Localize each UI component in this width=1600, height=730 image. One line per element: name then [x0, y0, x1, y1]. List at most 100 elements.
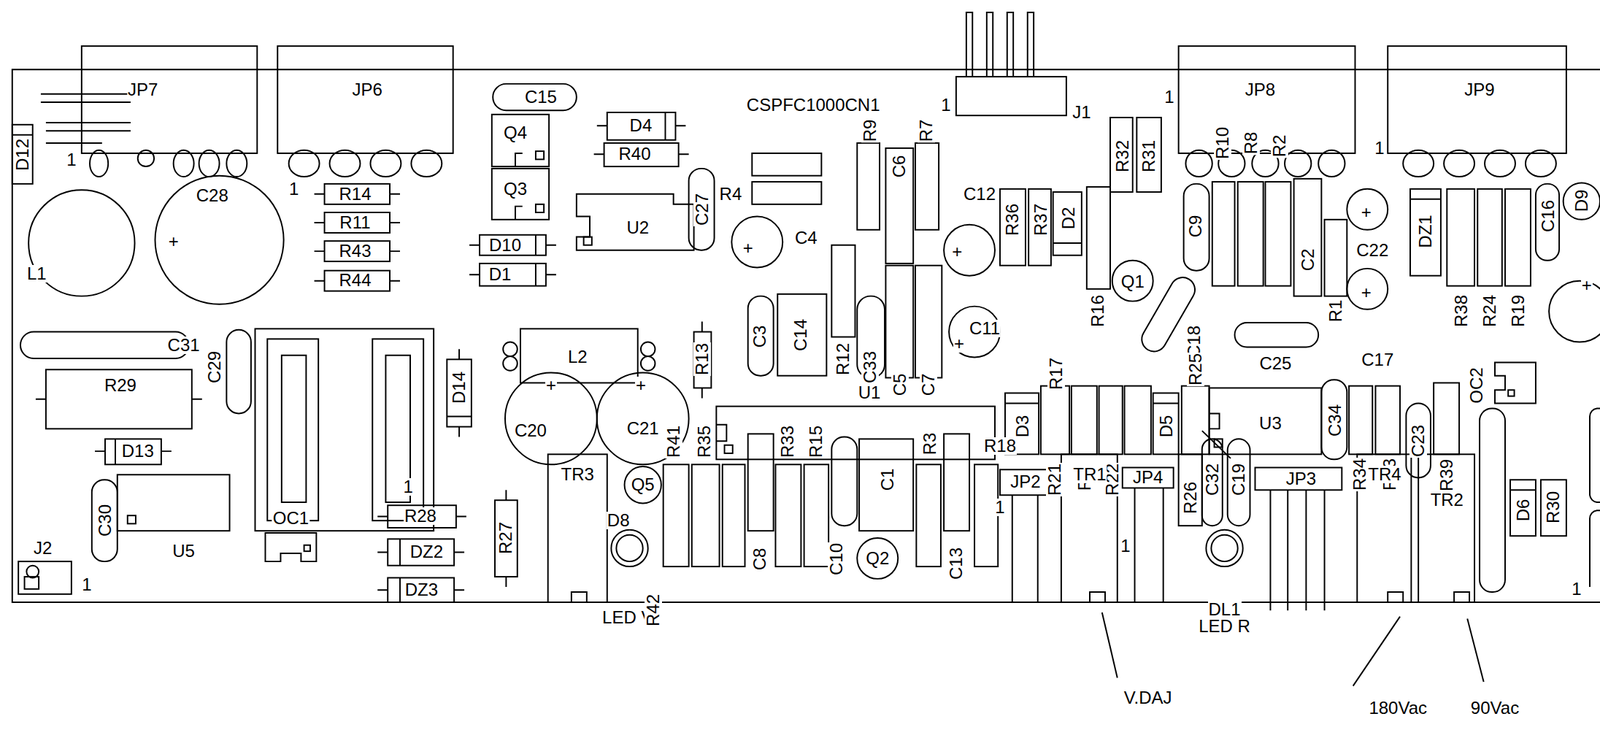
part-label: J2 [32, 539, 53, 557]
part-label: C33 [861, 350, 879, 384]
pin-one-mark: 1 [81, 575, 92, 594]
part-label: U5 [171, 542, 196, 560]
part-label: C23 [1409, 424, 1428, 458]
pin-one-mark: 1 [940, 96, 952, 114]
part-label: R16 [1089, 294, 1107, 328]
part-label: D13 [121, 442, 155, 460]
pin-one-mark: 1 [402, 478, 414, 496]
pin-one-mark: 1 [994, 498, 1006, 517]
part-label: C5 [891, 372, 909, 398]
part-label: C6 [890, 154, 909, 179]
part-label: C14 [791, 318, 810, 352]
part-label: R38 [1452, 294, 1471, 328]
part-label: JP7 [127, 81, 159, 99]
part-label: DZ2 [409, 543, 444, 561]
part-label: C21 [626, 419, 660, 438]
part-label: D9 [1572, 189, 1591, 214]
part-label: C9 [1186, 214, 1205, 239]
part-label: C12 [962, 185, 997, 203]
part-label: C10 [827, 542, 846, 576]
part-label: R29 [103, 376, 138, 395]
part-label: R34 [1351, 457, 1369, 492]
part-label: DL1 [1208, 600, 1242, 619]
polarity-mark: + [1360, 283, 1373, 302]
part-label: Q2 [864, 549, 890, 568]
part-label: R25 [1186, 352, 1205, 387]
part-label: D2 [1059, 206, 1078, 231]
part-label: R28 [403, 507, 438, 525]
part-label: R17 [1047, 356, 1065, 391]
part-label: C17 [1360, 351, 1395, 369]
polarity-mark: + [1581, 276, 1593, 295]
part-label: R26 [1181, 481, 1200, 515]
polarity-mark: + [953, 335, 965, 353]
part-label: C1 [878, 467, 897, 492]
part-label: D14 [450, 370, 468, 405]
part-label: R35 [695, 424, 714, 459]
part-label: D4 [629, 116, 654, 135]
part-label: R2 [1270, 134, 1289, 159]
part-label: C11 [968, 319, 1001, 338]
part-label: C22 [1355, 241, 1390, 260]
part-label: R37 [1032, 202, 1050, 237]
part-label: R9 [861, 118, 879, 144]
part-label: R40 [618, 145, 652, 163]
polarity-mark: + [167, 232, 180, 251]
part-label: R44 [337, 271, 372, 290]
part-label: R18 [983, 437, 1017, 455]
part-label: Q3 [502, 180, 528, 198]
part-label: C15 [524, 88, 558, 106]
part-label: D3 [1013, 414, 1032, 439]
part-label: C31 [167, 336, 201, 355]
part-label: D6 [1514, 498, 1533, 523]
part-label: R42 [644, 593, 663, 628]
part-label: R3 [921, 432, 939, 457]
pin-one-mark: 1 [1119, 537, 1131, 555]
polarity-mark: + [742, 239, 755, 257]
part-label: R7 [917, 118, 936, 144]
part-label: R31 [1140, 139, 1158, 173]
part-label: L2 [567, 348, 589, 366]
part-label: Q4 [502, 124, 528, 142]
part-label: C32 [1203, 462, 1222, 497]
callout-label: V.DAJ [1123, 689, 1173, 707]
part-label: C7 [919, 372, 938, 398]
polarity-mark: + [635, 376, 647, 395]
part-label: D5 [1157, 414, 1176, 439]
part-label: C4 [794, 229, 819, 247]
part-label: R8 [1242, 130, 1260, 155]
pin-one-mark: 1 [288, 180, 300, 198]
part-label: R32 [1113, 139, 1132, 173]
part-label: JP4 [1132, 468, 1164, 487]
part-label: OC2 [1467, 367, 1486, 405]
callout-label: 90Vac [1470, 699, 1520, 717]
part-label: J1 [1071, 103, 1092, 122]
part-label: U3 [1258, 414, 1283, 433]
part-label: R1 [1327, 299, 1345, 324]
part-label: R24 [1481, 294, 1499, 328]
part-label: OC1 [272, 509, 310, 528]
part-label: C3 [751, 324, 769, 349]
part-label: D8 [606, 511, 631, 530]
part-label: JP2 [1009, 472, 1041, 491]
part-label: C29 [205, 350, 224, 384]
part-label: JP6 [351, 81, 384, 99]
part-label: R30 [1544, 490, 1563, 525]
part-label: TR2 [1429, 491, 1465, 509]
part-label: C13 [947, 546, 965, 581]
part-label: U1 [857, 383, 882, 402]
part-label: TR4 [1367, 465, 1402, 484]
part-label: R21 [1045, 462, 1064, 497]
callout-label: 180Vac [1367, 699, 1428, 717]
part-label: C8 [751, 547, 769, 572]
part-label: R43 [337, 242, 372, 260]
part-label: C30 [96, 503, 114, 538]
part-label: LED R [1197, 617, 1252, 636]
polarity-mark: + [951, 243, 963, 261]
part-label: R41 [664, 424, 683, 459]
pin-one-mark: 1 [1373, 139, 1385, 157]
part-label: R12 [834, 342, 852, 376]
part-label: R15 [807, 424, 825, 459]
pin-one-mark: 1 [1570, 580, 1582, 598]
